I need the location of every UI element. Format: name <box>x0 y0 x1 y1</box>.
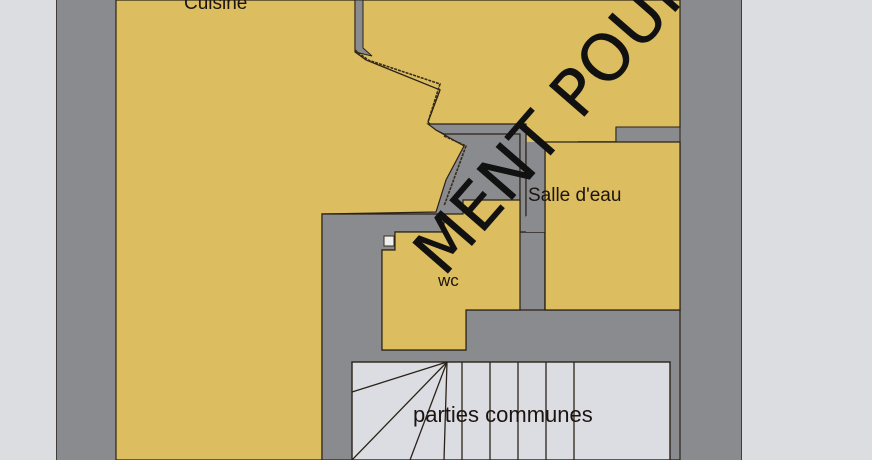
stairs <box>351 361 575 460</box>
room-salle-eau <box>544 141 681 311</box>
room-label-salle-eau: Salle d'eau <box>528 185 622 206</box>
room-parties-communes <box>351 361 671 460</box>
room-label-parties-communes: parties communes <box>413 402 593 427</box>
wall-salle-top <box>615 126 681 143</box>
margin-left <box>0 0 56 460</box>
margin-right <box>742 0 872 460</box>
room-label-wc: wc <box>438 271 459 290</box>
room-label-cuisine: Cuisine <box>184 0 248 14</box>
room-wc <box>381 199 521 351</box>
duct-square <box>383 235 395 247</box>
partition-wall <box>354 0 373 57</box>
